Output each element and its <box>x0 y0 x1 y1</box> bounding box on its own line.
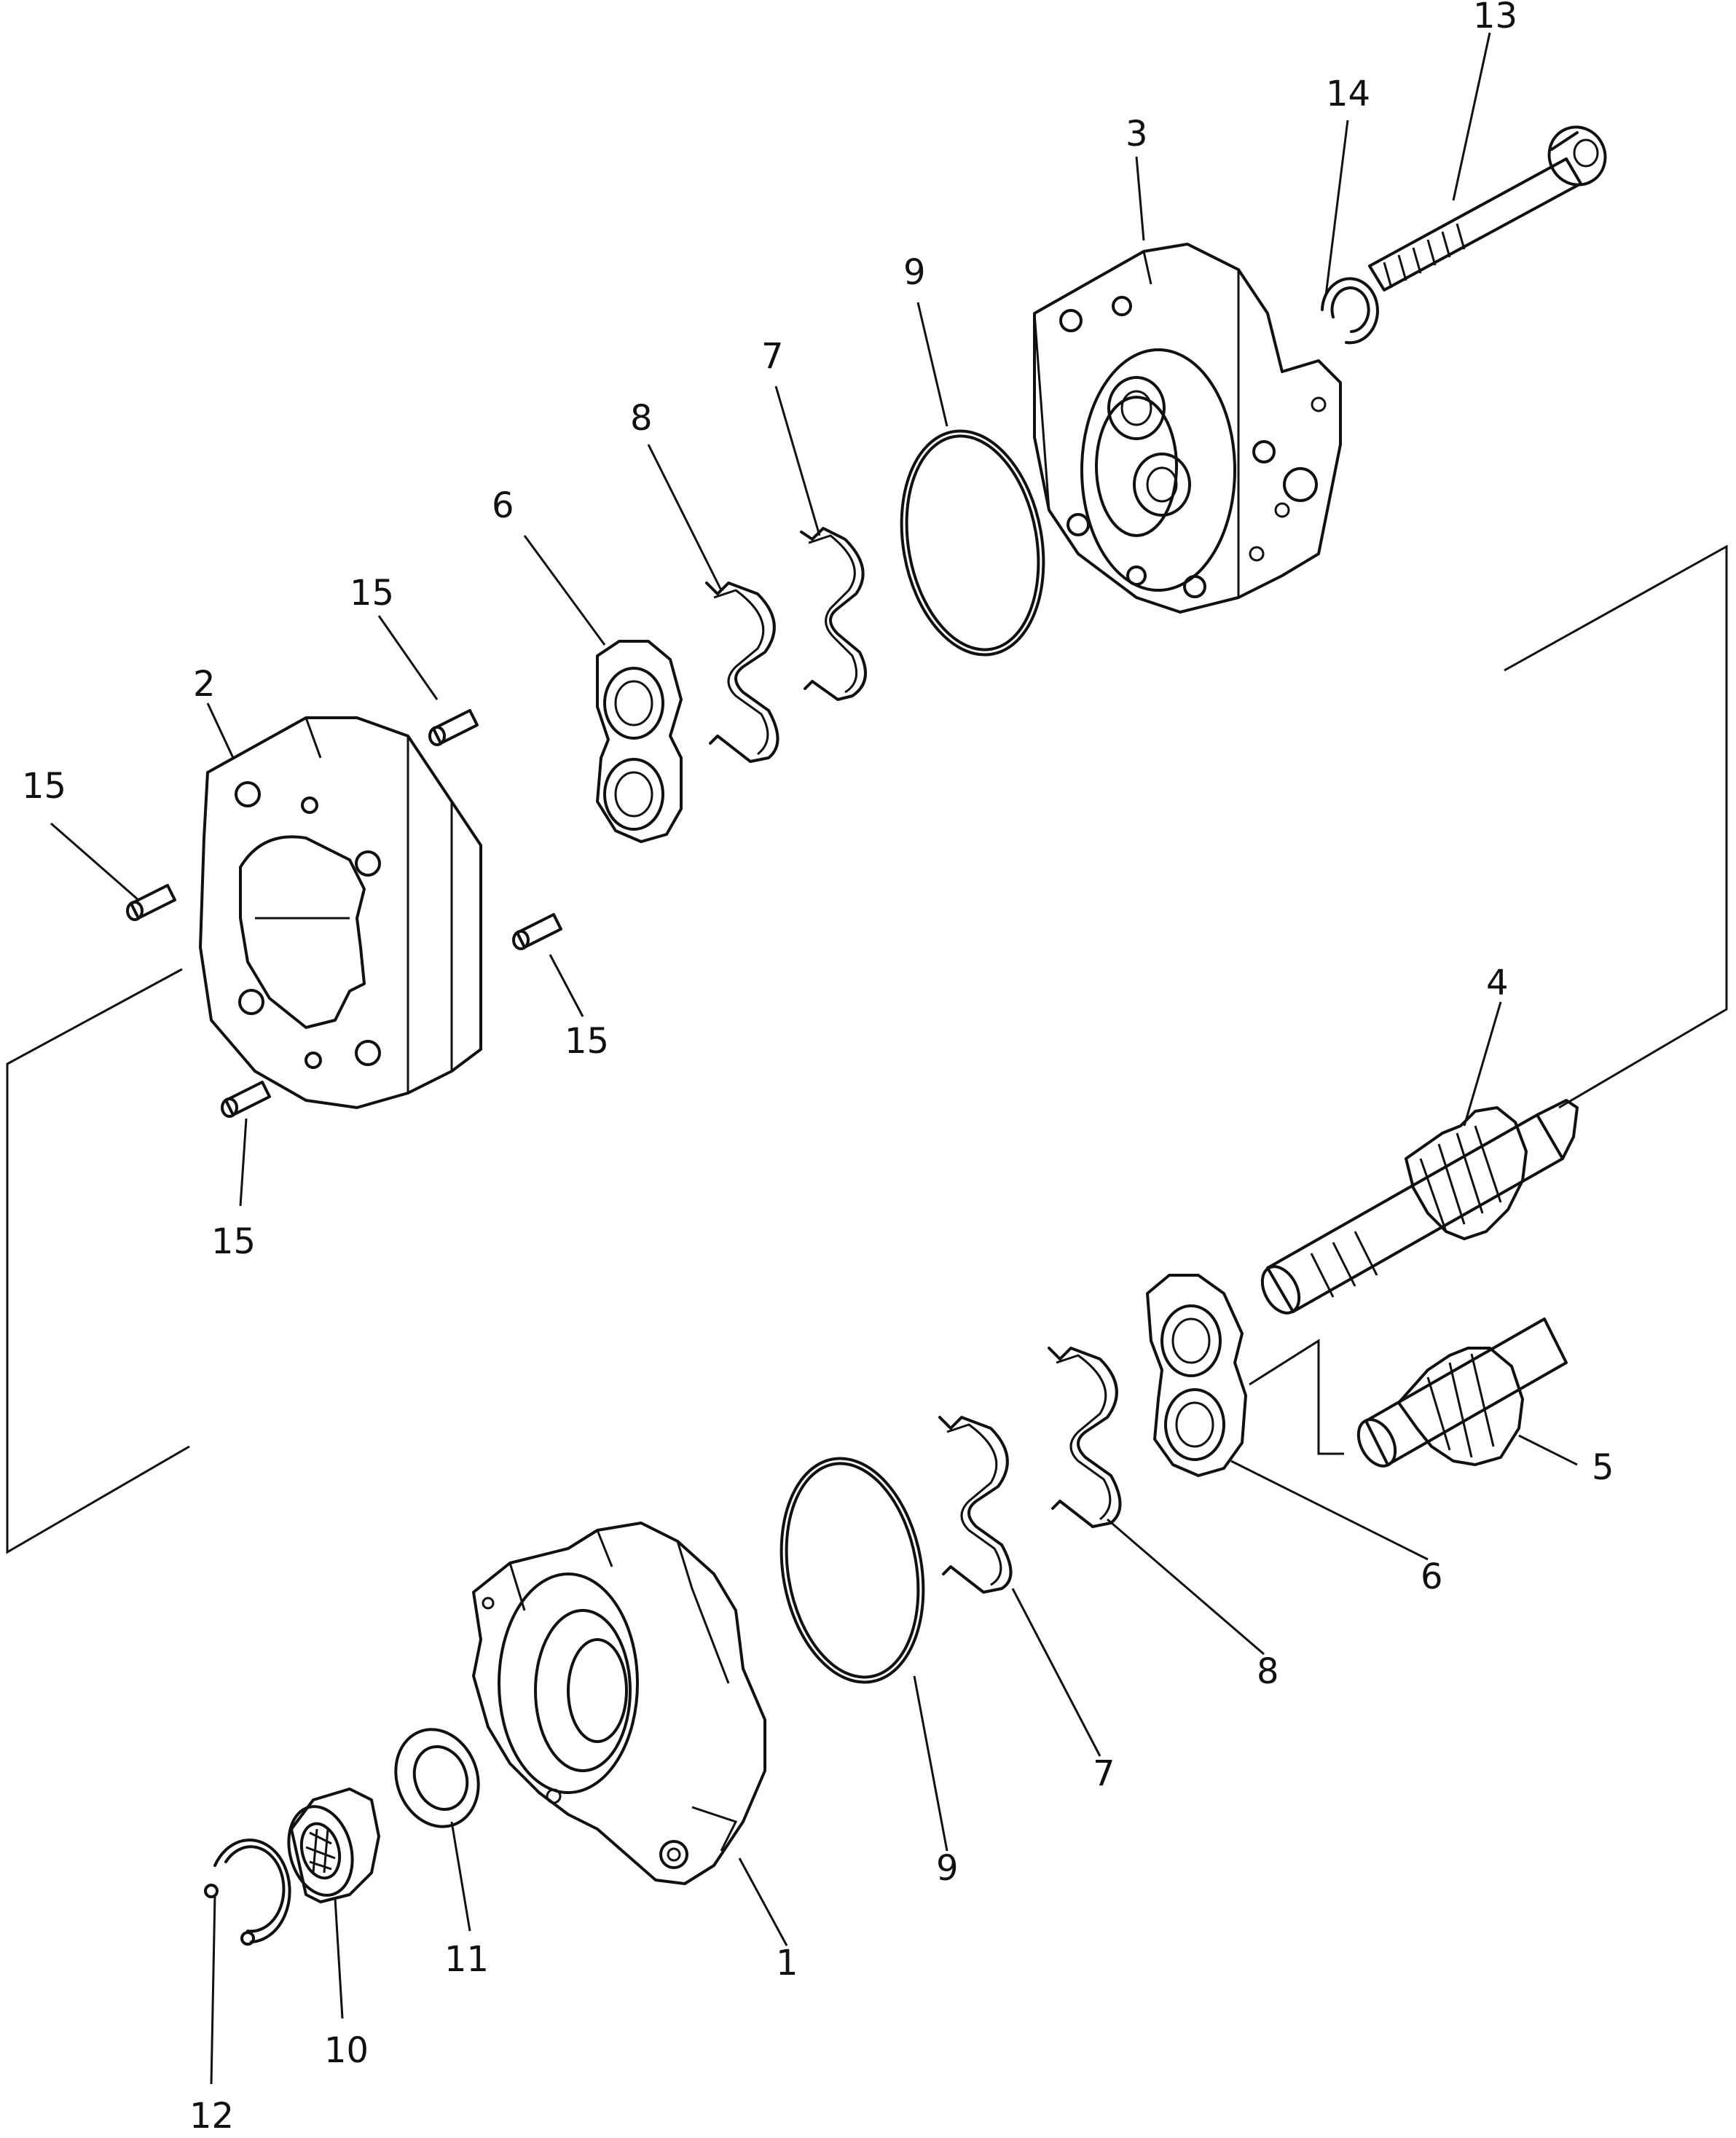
front-housing-1 <box>472 1522 766 1885</box>
dowel-pin-15-c <box>512 913 562 950</box>
callout-13: 13 <box>1473 0 1517 36</box>
callout-10: 10 <box>324 2030 369 2071</box>
callout-7-lower: 7 <box>1093 1753 1115 1794</box>
callout-2: 2 <box>193 664 216 705</box>
callout-3: 3 <box>1126 114 1148 154</box>
callout-6-upper: 6 <box>492 485 514 526</box>
callout-5: 5 <box>1592 1447 1614 1488</box>
callout-7-upper: 7 <box>761 336 784 377</box>
callout-1: 1 <box>776 1943 798 1984</box>
clip-8-upper <box>705 582 779 763</box>
callouts: 13 14 3 9 7 8 6 15 2 15 15 15 4 5 6 8 7 … <box>22 0 1614 2137</box>
callout-8-lower: 8 <box>1257 1651 1279 1692</box>
callout-14: 14 <box>1326 74 1370 114</box>
drive-gear-4 <box>1260 1099 1579 1315</box>
callout-4: 4 <box>1486 963 1509 1003</box>
rear-cover-3 <box>1033 243 1342 614</box>
callout-15-right: 15 <box>565 1021 609 1062</box>
o-ring-9-upper <box>900 429 1045 657</box>
callout-15-top: 15 <box>350 573 394 614</box>
callout-9-upper: 9 <box>903 252 926 293</box>
callout-8-upper: 8 <box>630 398 653 439</box>
callout-6-lower: 6 <box>1421 1556 1443 1597</box>
o-ring-9-lower <box>779 1457 925 1684</box>
clip-7-upper <box>800 527 867 701</box>
callout-12: 12 <box>189 2096 234 2137</box>
gear-bracket-line <box>1249 1339 1344 1455</box>
bearing-10 <box>287 1787 380 1903</box>
clip-7-lower <box>938 1416 1013 1594</box>
dowel-pin-15-d <box>221 1081 271 1118</box>
bolt-13 <box>1368 125 1607 291</box>
callout-15-left: 15 <box>22 766 66 807</box>
plate-6-lower <box>1146 1274 1247 1477</box>
clip-8-lower <box>1048 1347 1122 1528</box>
callout-11: 11 <box>444 1939 489 1980</box>
assembly-line-right <box>1504 544 1728 1109</box>
assembly-line-left <box>6 968 190 1554</box>
seal-washer-11 <box>394 1728 480 1828</box>
leader-lines <box>50 32 1578 2085</box>
plate-6-upper <box>596 640 683 843</box>
callout-9-lower: 9 <box>936 1848 959 1889</box>
driven-gear-5 <box>1356 1317 1568 1468</box>
washer-14 <box>1321 277 1379 345</box>
callout-15-bottom: 15 <box>211 1221 256 1262</box>
gear-housing-2 <box>199 716 482 1109</box>
dowel-pin-15-b <box>126 884 176 921</box>
dowel-pin-15-a <box>428 709 479 746</box>
snap-ring-12 <box>204 1839 291 1946</box>
